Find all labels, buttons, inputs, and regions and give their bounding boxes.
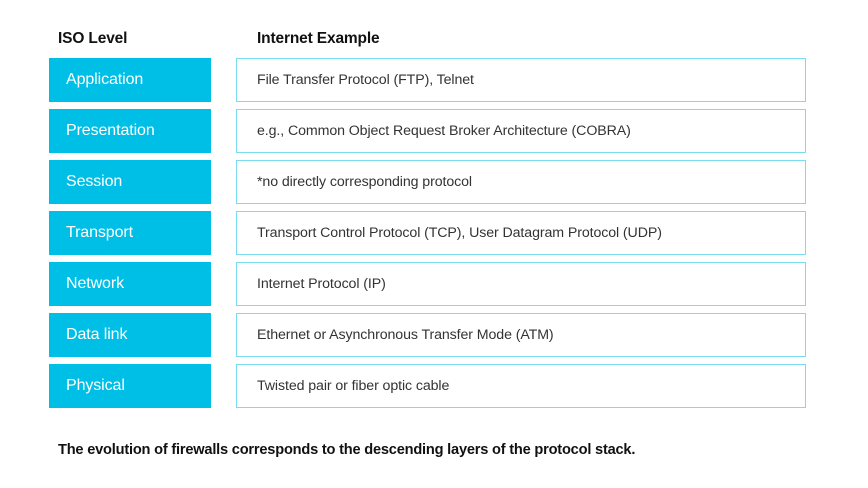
column-header-iso-level: ISO Level — [58, 30, 128, 47]
internet-example-box[interactable]: *no directly corresponding protocol — [236, 160, 806, 204]
column-headers: ISO Level Internet Example — [0, 28, 868, 50]
iso-level-box[interactable]: Network — [49, 262, 211, 306]
internet-example-label: Twisted pair or fiber optic cable — [257, 377, 450, 394]
iso-level-box[interactable]: Presentation — [49, 109, 211, 153]
iso-level-box[interactable]: Transport — [49, 211, 211, 255]
iso-level-label: Network — [66, 275, 124, 292]
layer-row: Application File Transfer Protocol (FTP),… — [0, 58, 868, 102]
iso-level-box[interactable]: Physical — [49, 364, 211, 408]
internet-example-box[interactable]: File Transfer Protocol (FTP), Telnet — [236, 58, 806, 102]
internet-example-label: *no directly corresponding protocol — [257, 173, 472, 190]
internet-example-box[interactable]: Transport Control Protocol (TCP), User D… — [236, 211, 806, 255]
internet-example-box[interactable]: Ethernet or Asynchronous Transfer Mode (… — [236, 313, 806, 357]
internet-example-box[interactable]: Internet Protocol (IP) — [236, 262, 806, 306]
internet-example-label: Transport Control Protocol (TCP), User D… — [257, 224, 662, 241]
iso-level-label: Physical — [66, 377, 125, 394]
iso-level-label: Presentation — [66, 122, 155, 139]
internet-example-box[interactable]: e.g., Common Object Request Broker Archi… — [236, 109, 806, 153]
iso-level-label: Transport — [66, 224, 133, 241]
layer-row: Presentation e.g., Common Object Request … — [0, 109, 868, 153]
iso-level-label: Application — [66, 71, 144, 88]
layer-row: Session *no directly corresponding protoc… — [0, 160, 868, 204]
layer-row: Network Internet Protocol (IP) — [0, 262, 868, 306]
internet-example-label: e.g., Common Object Request Broker Archi… — [257, 122, 631, 139]
diagram-caption: The evolution of firewalls corresponds t… — [58, 442, 636, 458]
column-header-internet-example: Internet Example — [257, 30, 380, 47]
iso-level-box[interactable]: Application — [49, 58, 211, 102]
layer-row: Data link Ethernet or Asynchronous Transf… — [0, 313, 868, 357]
iso-level-box[interactable]: Data link — [49, 313, 211, 357]
internet-example-label: File Transfer Protocol (FTP), Telnet — [257, 71, 474, 88]
internet-example-label: Ethernet or Asynchronous Transfer Mode (… — [257, 326, 554, 343]
iso-level-box[interactable]: Session — [49, 160, 211, 204]
internet-example-label: Internet Protocol (IP) — [257, 275, 386, 292]
layer-row: Physical Twisted pair or fiber optic cabl… — [0, 364, 868, 408]
internet-example-box[interactable]: Twisted pair or fiber optic cable — [236, 364, 806, 408]
layer-rows: Application File Transfer Protocol (FTP),… — [0, 58, 868, 415]
iso-level-label: Data link — [66, 326, 128, 343]
iso-level-label: Session — [66, 173, 123, 190]
layer-row: Transport Transport Control Protocol (TCP… — [0, 211, 868, 255]
